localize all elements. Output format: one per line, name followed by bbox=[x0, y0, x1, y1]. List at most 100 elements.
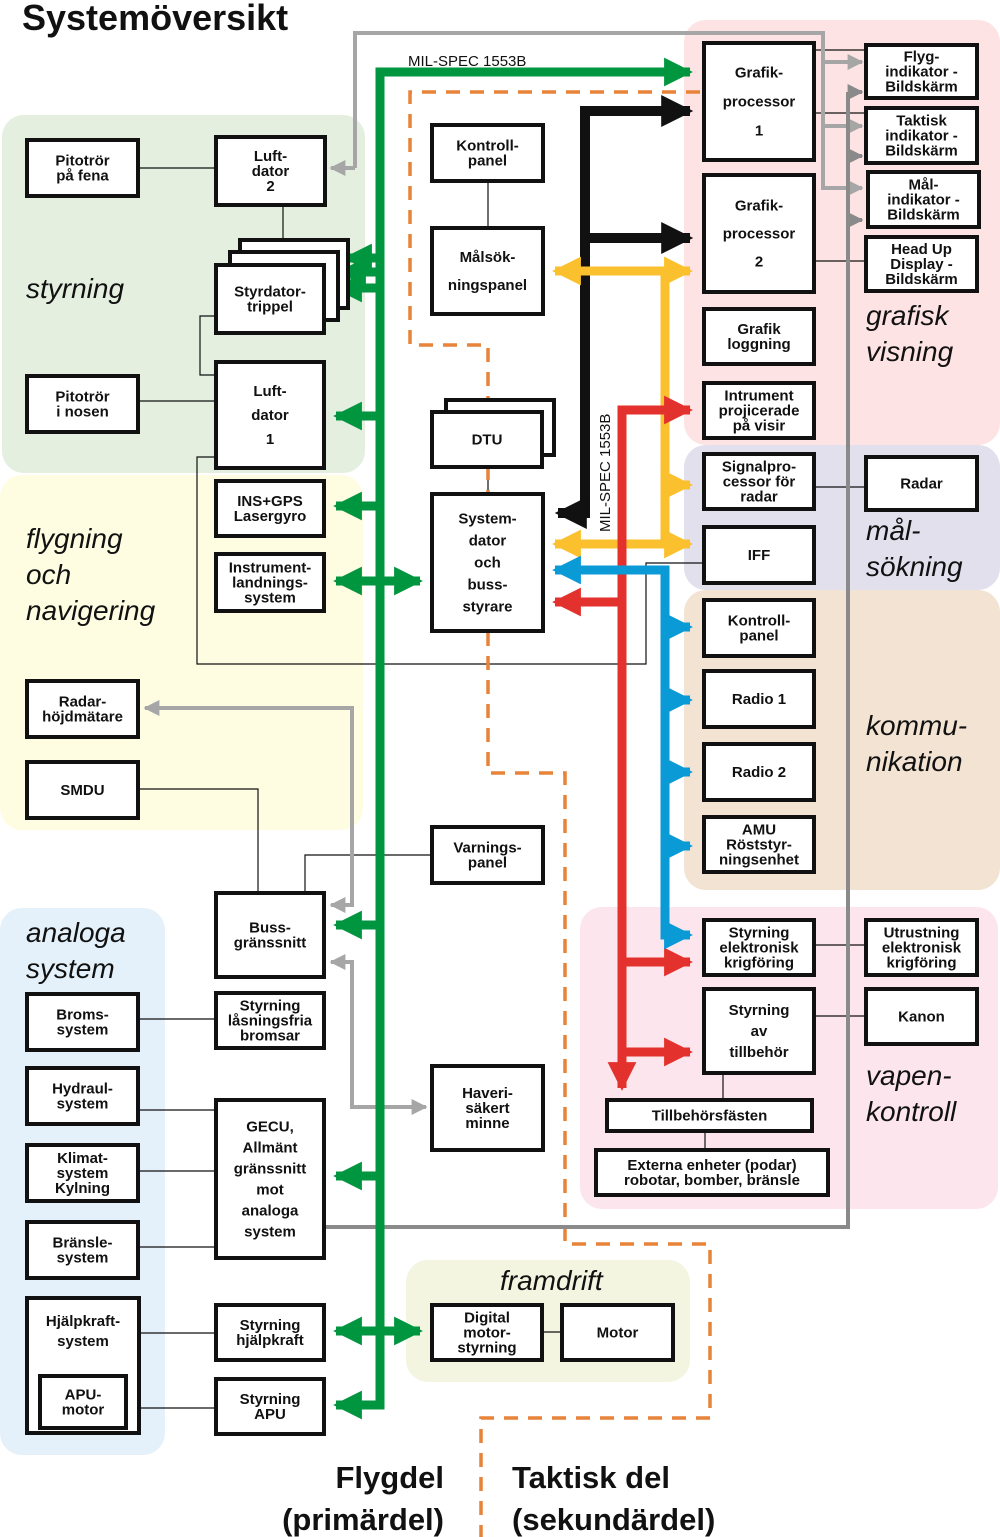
box-frame bbox=[25, 1220, 140, 1280]
box-radio-2: Radio 2 bbox=[702, 742, 816, 802]
box-label: Head Up bbox=[891, 241, 952, 258]
box-label: Bränsle- bbox=[52, 1235, 112, 1252]
box-label: Styrning bbox=[240, 1391, 301, 1408]
box-label: Kontroll- bbox=[728, 613, 790, 630]
box-luftdator-1: Luft-dator 1 bbox=[214, 360, 326, 470]
box-frame bbox=[864, 43, 979, 100]
box-label: låsningsfria bbox=[228, 1013, 313, 1030]
box-label: Klimat- bbox=[57, 1150, 108, 1167]
box-label: Styrdator- bbox=[234, 284, 306, 301]
box-motor: Motor bbox=[560, 1303, 675, 1362]
box-label: robotar, bomber, bränsle bbox=[624, 1172, 800, 1189]
box-label: Bildskärm bbox=[887, 207, 960, 224]
box-label: System- bbox=[458, 511, 516, 528]
box-label: dator bbox=[251, 407, 289, 424]
primary-secondary-divider-lower bbox=[479, 466, 712, 1537]
box-frame bbox=[702, 918, 816, 977]
region-label: flygning bbox=[26, 523, 123, 554]
box-tillbehorsfasten: Tillbehörsfästen bbox=[605, 1098, 814, 1133]
box-apu-motor: APU-motor bbox=[38, 1374, 128, 1430]
box-label: dator bbox=[469, 533, 507, 550]
box-label: Hjälpkraft- bbox=[46, 1313, 120, 1330]
box-styrdator-trippel: Styrdator-trippel bbox=[214, 263, 326, 335]
box-frame bbox=[702, 742, 816, 802]
box-label: krigföring bbox=[724, 955, 794, 972]
box-styrning-tillbehor: Styrning av tillbehör bbox=[702, 987, 816, 1075]
box-label: gränssnitt bbox=[234, 1161, 307, 1178]
box-frame bbox=[430, 825, 545, 885]
box-label: Radio 2 bbox=[732, 764, 786, 781]
box-bromssystem: Broms-system bbox=[25, 992, 140, 1052]
box-label: Luft- bbox=[253, 383, 286, 400]
box-externa-enheter: Externa enheter (podar)robotar, bomber, … bbox=[594, 1148, 830, 1197]
region-label: nikation bbox=[866, 746, 963, 777]
box-label: ningspanel bbox=[448, 277, 527, 294]
box-label: Kontroll- bbox=[456, 138, 518, 155]
box-label: projicerade bbox=[719, 403, 800, 420]
box-frame bbox=[214, 479, 326, 538]
box-instrumentlandning: Instrument-landnings-system bbox=[214, 552, 326, 613]
box-label: gränssnitt bbox=[234, 935, 307, 952]
box-hydraulsystem: Hydraul-system bbox=[25, 1066, 140, 1126]
box-frame bbox=[702, 815, 816, 874]
box-label: Mål- bbox=[909, 177, 939, 194]
box-smdu: SMDU bbox=[25, 760, 140, 820]
box-frame bbox=[702, 307, 816, 366]
box-bussgranssnitt: Buss-gränssnitt bbox=[214, 891, 326, 979]
box-frame bbox=[866, 170, 981, 229]
box-frame bbox=[864, 987, 979, 1046]
box-label: system bbox=[57, 1022, 109, 1039]
box-label: Flyg- bbox=[904, 49, 940, 66]
box-label: Bildskärm bbox=[885, 143, 958, 160]
box-label: tillbehör bbox=[729, 1044, 788, 1061]
box-label: Signalpro- bbox=[722, 459, 796, 476]
box-label: analoga bbox=[242, 1203, 299, 1220]
box-label: landnings- bbox=[232, 575, 308, 592]
box-frame bbox=[25, 679, 140, 739]
box-label: motor- bbox=[463, 1325, 511, 1342]
box-label: Radar- bbox=[59, 694, 107, 711]
bus-label-vertical: MIL-SPEC 1553B bbox=[597, 414, 614, 532]
box-frame bbox=[25, 374, 140, 434]
box-label: Buss- bbox=[249, 920, 291, 937]
box-label: styrare bbox=[462, 599, 512, 616]
box-malsokningspanel: Målsök-ningspanel bbox=[430, 226, 545, 316]
box-label: INS+GPS bbox=[237, 493, 302, 510]
box-label: på visir bbox=[733, 418, 786, 435]
box-label: indikator - bbox=[885, 64, 958, 81]
box-label: Instrument- bbox=[229, 560, 312, 577]
box-radio-1: Radio 1 bbox=[702, 669, 816, 729]
box-label: APU- bbox=[65, 1387, 102, 1404]
black-bus bbox=[554, 94, 694, 530]
box-label: Styrning bbox=[729, 1002, 790, 1019]
box-label: Pitotrör bbox=[55, 389, 109, 406]
box-label: GECU, bbox=[246, 1119, 294, 1136]
primary-secondary-divider bbox=[408, 90, 700, 405]
box-label: av bbox=[751, 1023, 768, 1040]
box-frame bbox=[38, 1374, 128, 1430]
region-label: sökning bbox=[866, 551, 963, 582]
box-label: säkert bbox=[465, 1100, 509, 1117]
box-label: Kylning bbox=[55, 1180, 110, 1197]
box-label: DTU bbox=[472, 432, 503, 449]
box-frame bbox=[214, 1303, 326, 1362]
box-frame bbox=[702, 381, 816, 440]
box-label: indikator - bbox=[885, 128, 958, 145]
box-label: Hydraul- bbox=[52, 1081, 113, 1098]
diagram-title: Systemöversikt bbox=[22, 0, 288, 38]
box-label: 1 bbox=[266, 431, 274, 448]
box-kontrollpanel-komm: Kontroll-panel bbox=[702, 598, 816, 658]
box-flygindikator: Flyg-indikator -Bildskärm bbox=[864, 43, 979, 100]
box-label: och bbox=[474, 555, 501, 572]
box-label: höjdmätare bbox=[42, 709, 123, 726]
box-label: loggning bbox=[727, 336, 790, 353]
